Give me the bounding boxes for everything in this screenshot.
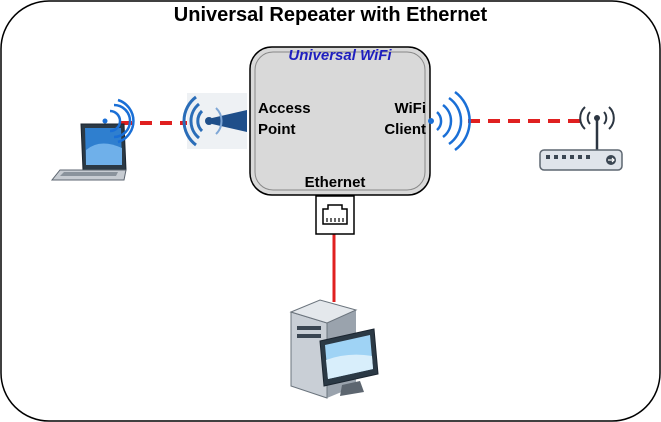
wifi-client-label: WiFi Client	[370, 98, 426, 140]
ethernet-label: Ethernet	[304, 174, 366, 191]
wifi-signal-icon	[428, 90, 471, 152]
diagram-title: Universal Repeater with Ethernet	[173, 4, 488, 26]
repeater-device-inner	[254, 51, 426, 191]
wireless-router-icon	[539, 106, 623, 171]
ethernet-port-icon	[315, 195, 355, 235]
laptop-icon	[50, 98, 135, 181]
wifi-client-label-line2: Client	[384, 121, 426, 138]
access-point-label: Access Point	[258, 98, 311, 140]
wifi-client-label-line1: WiFi	[394, 100, 426, 117]
device-brand-label: Universal WiFi	[288, 47, 392, 64]
access-point-label-line1: Access	[258, 100, 311, 117]
desktop-computer-icon	[289, 299, 379, 399]
access-point-antenna-icon	[182, 93, 247, 149]
access-point-label-line2: Point	[258, 121, 296, 138]
